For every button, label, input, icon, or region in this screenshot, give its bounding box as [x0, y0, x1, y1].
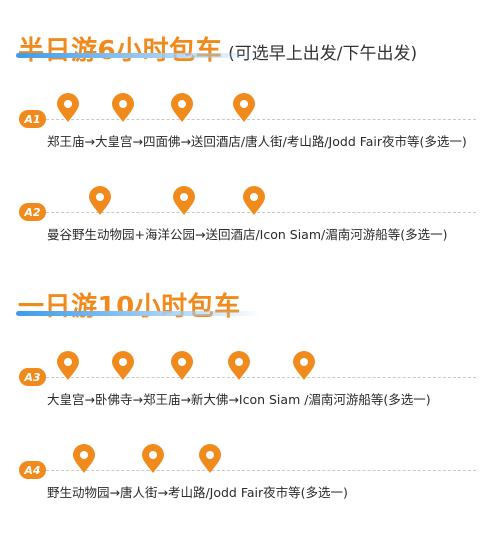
location-pin-icon: [198, 444, 222, 474]
location-pin-icon: [170, 93, 194, 123]
location-pin-icon: [72, 444, 96, 474]
location-pin-icon: [111, 351, 135, 381]
location-pin-icon: [172, 186, 196, 216]
route-description: 大皇宫→卧佛寺→郑王庙→新大佛→Icon Siam /湄南河游船等(多选一): [47, 392, 431, 407]
title-underline: [16, 53, 261, 58]
location-pin-icon: [141, 444, 165, 474]
location-pin-icon: [111, 93, 135, 123]
route-badge: A1: [19, 110, 46, 128]
route-description: 野生动物园→唐人街→考山路/Jodd Fair夜市等(多选一): [47, 485, 348, 500]
route-dashed-line: [36, 470, 476, 471]
location-pin-icon: [232, 93, 256, 123]
location-pin-icon: [170, 351, 194, 381]
location-pin-icon: [292, 351, 316, 381]
section-title-full-day: 一日游10小时包车: [18, 286, 241, 323]
location-pin-icon: [56, 351, 80, 381]
title-underline: [16, 311, 261, 316]
route-dashed-line: [36, 119, 476, 120]
route-badge: A4: [19, 461, 46, 479]
section-title-main: 半日游6小时包车: [18, 36, 223, 66]
section-title-subtitle: (可选早上出发/下午出发): [228, 44, 418, 64]
location-pin-icon: [56, 93, 80, 123]
section-title-half-day: 半日游6小时包车 (可选早上出发/下午出发): [18, 30, 417, 67]
route-badge: A2: [19, 203, 46, 221]
location-pin-icon: [227, 351, 251, 381]
route-description: 曼谷野生动物园+海洋公园→送回酒店/Icon Siam/湄南河游船等(多选一): [47, 227, 448, 242]
location-pin-icon: [242, 186, 266, 216]
location-pin-icon: [88, 186, 112, 216]
section-title-main: 一日游10小时包车: [18, 292, 241, 322]
route-description: 郑王庙→大皇宫→四面佛→送回酒店/唐人街/考山路/Jodd Fair夜市等(多选…: [47, 134, 467, 149]
route-dashed-line: [36, 212, 476, 213]
route-badge: A3: [19, 368, 46, 386]
route-dashed-line: [36, 377, 476, 378]
